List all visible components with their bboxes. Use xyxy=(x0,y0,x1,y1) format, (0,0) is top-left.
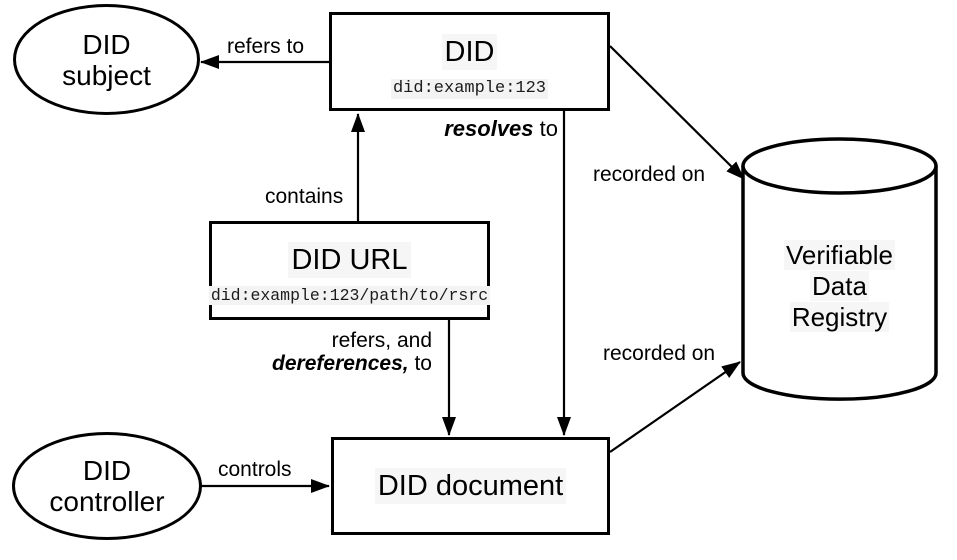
edge-resolves-to-label: resolves to xyxy=(444,117,558,140)
did-identifier: did:example:123 xyxy=(390,79,549,99)
did-title: DID xyxy=(441,34,498,70)
did-document-title: DID document xyxy=(374,468,567,504)
did-subject-label-line1: DID xyxy=(82,28,131,60)
did-url-identifier: did:example:123/path/to/rsrc xyxy=(208,286,491,305)
registry-label-line3: Registry xyxy=(789,302,890,332)
dereferences-line1: refers, and xyxy=(331,329,432,352)
edge-refers-to-label: refers to xyxy=(227,35,305,58)
dereferences-line2: dereferences, to xyxy=(272,352,432,375)
edge-controls-label: controls xyxy=(218,458,292,481)
edge-dereferences-label: refers, and dereferences, to xyxy=(272,329,432,375)
node-did: DID did:example:123 xyxy=(329,12,610,111)
node-did-url: DID URL did:example:123/path/to/rsrc xyxy=(208,221,491,320)
node-did-subject: DID subject xyxy=(13,4,200,115)
node-did-document: DID document xyxy=(331,437,610,535)
node-did-controller: DID controller xyxy=(12,432,202,540)
node-registry-label: Verifiable Data Registry xyxy=(743,240,936,333)
did-controller-label-line2: controller xyxy=(49,486,165,517)
dereferences-rest: to xyxy=(408,352,432,375)
registry-label-line1: Verifiable xyxy=(784,240,895,270)
did-url-title: DID URL xyxy=(288,242,411,278)
resolves-emphasis: resolves xyxy=(444,116,534,141)
edge-contains-label: contains xyxy=(265,185,344,208)
did-controller-label-line1: DID xyxy=(82,455,132,486)
edge-recorded-on-doc-label: recorded on xyxy=(603,342,716,365)
registry-label-line2: Data xyxy=(810,271,869,301)
edge-recorded-on-doc-line xyxy=(609,361,741,453)
did-subject-label-line2: subject xyxy=(62,59,151,91)
edge-recorded-on-did-label: recorded on xyxy=(593,163,706,186)
edge-recorded-on-did-line xyxy=(609,45,745,180)
dereferences-emphasis: dereferences, xyxy=(272,352,409,375)
resolves-rest: to xyxy=(533,116,558,141)
